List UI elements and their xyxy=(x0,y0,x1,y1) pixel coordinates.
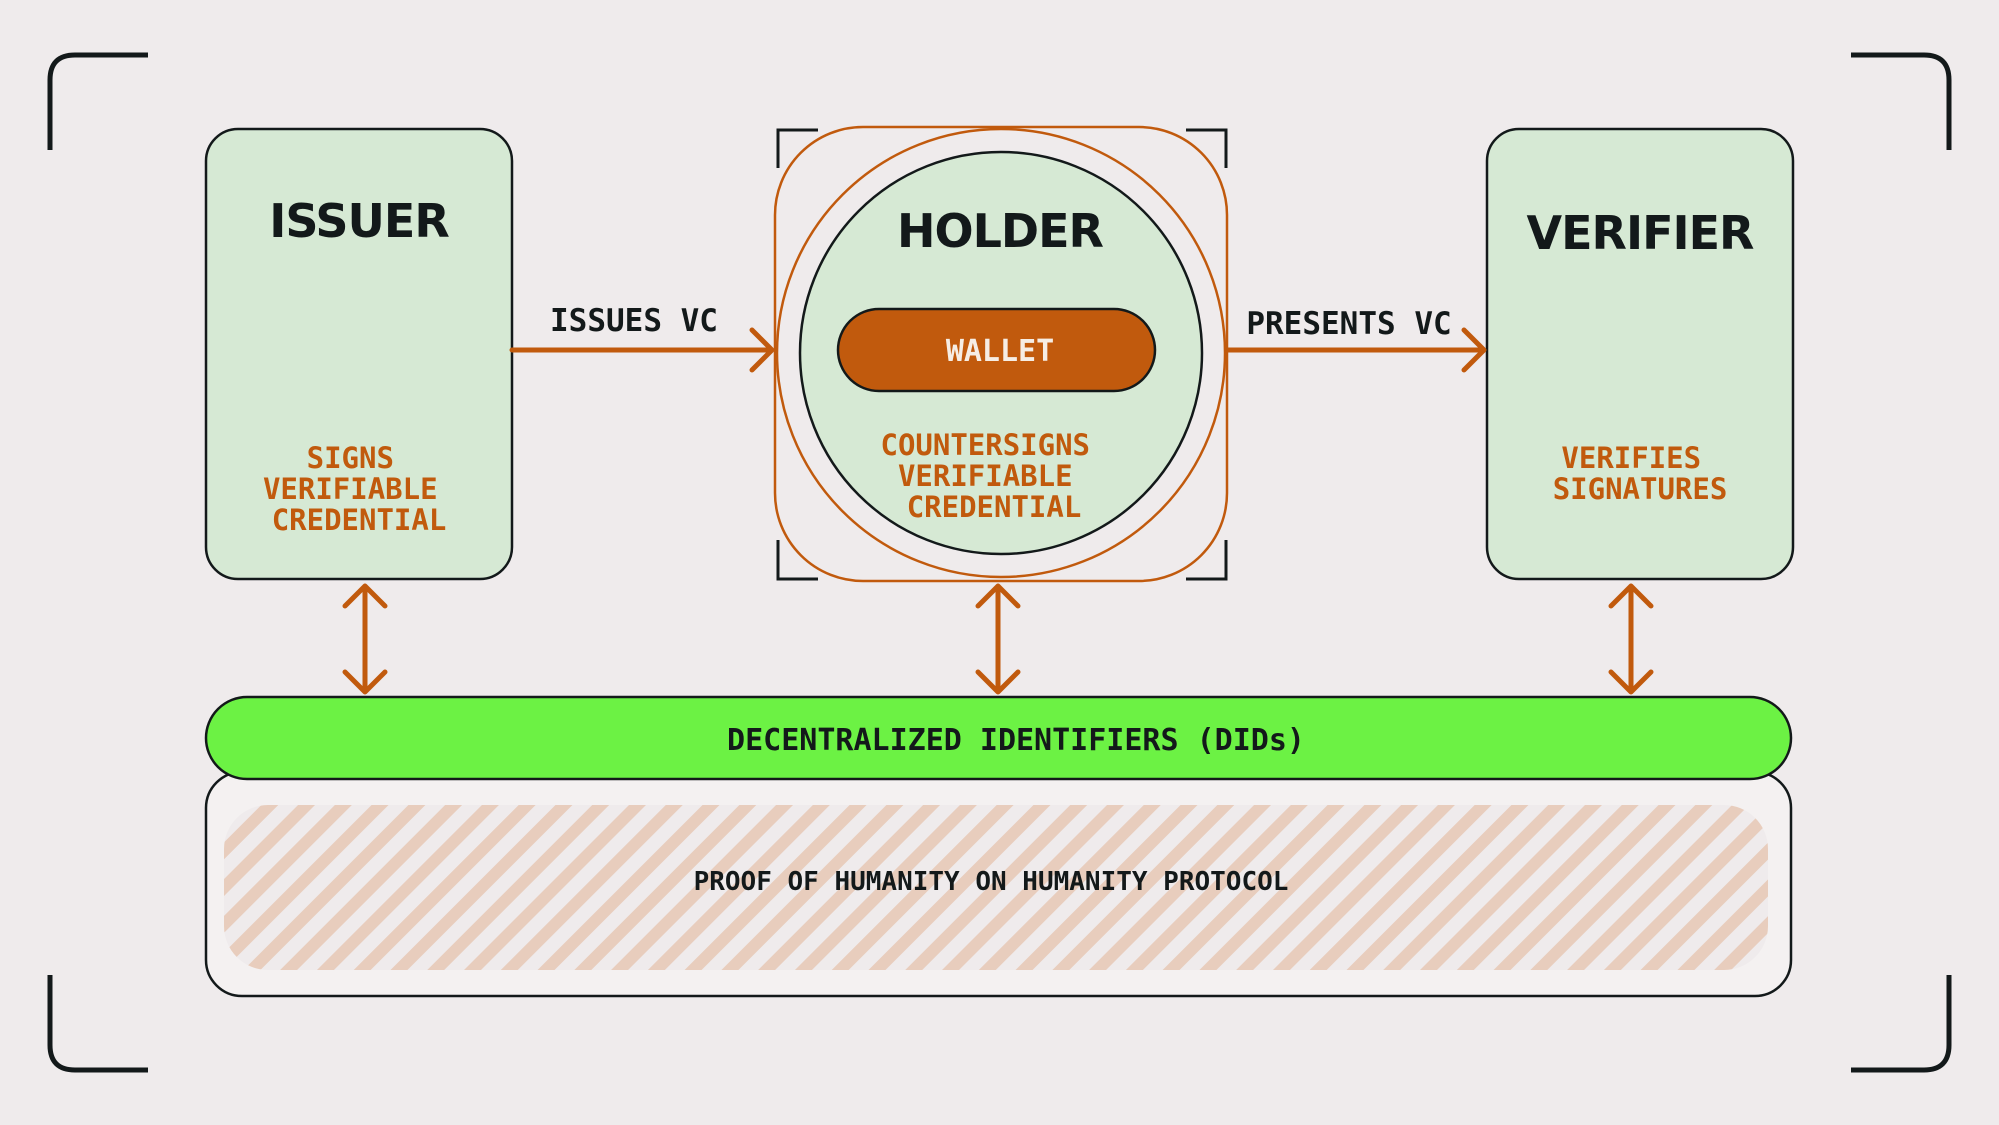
frame-corner-top-right xyxy=(1851,52,1952,150)
issues-vc-flow: ISSUES VC xyxy=(509,303,775,373)
holder-caption-line-2: VERIFIABLE xyxy=(898,459,1073,493)
presents-vc-arrow xyxy=(1224,327,1487,373)
verifier-title: VERIFIER xyxy=(1527,206,1755,260)
issues-vc-label: ISSUES VC xyxy=(550,303,718,339)
issuer-title: ISSUER xyxy=(269,194,449,248)
proof-hatch-area xyxy=(224,805,1768,970)
holder-corner-brackets xyxy=(776,128,1228,581)
verifier-did-arrow xyxy=(1608,583,1654,695)
holder-caption-line-3: CREDENTIAL xyxy=(907,490,1082,524)
verifier-card: VERIFIER VERIFIES SIGNATURES xyxy=(1485,127,1795,581)
holder-caption: COUNTERSIGNS VERIFIABLE CREDENTIAL xyxy=(881,428,1108,524)
did-bar: DECENTRALIZED IDENTIFIERS (DIDs) xyxy=(204,695,1793,781)
verifier-caption: VERIFIES SIGNATURES xyxy=(1553,441,1728,506)
wallet-pill: WALLET xyxy=(836,307,1157,393)
holder-caption-line-1: COUNTERSIGNS xyxy=(881,428,1091,462)
did-connectors xyxy=(342,583,1654,695)
issuer-caption-line-3: CREDENTIAL xyxy=(272,503,447,537)
proof-label: PROOF OF HUMANITY ON HUMANITY PROTOCOL xyxy=(694,867,1289,897)
issuer-card: ISSUER SIGNS VERIFIABLE CREDENTIAL xyxy=(204,127,514,581)
frame-corner-top-left xyxy=(47,52,148,150)
proof-layer: PROOF OF HUMANITY ON HUMANITY PROTOCOL xyxy=(204,770,1793,998)
issues-vc-arrow xyxy=(509,327,775,373)
presents-vc-label: PRESENTS VC xyxy=(1246,306,1451,342)
issuer-caption-line-1: SIGNS xyxy=(307,441,394,475)
holder-orange-ring xyxy=(775,127,1227,579)
verifier-caption-line-1: VERIFIES xyxy=(1561,441,1701,475)
holder-outer-frame xyxy=(773,125,1229,583)
holder-title: HOLDER xyxy=(897,204,1104,258)
wallet-label: WALLET xyxy=(946,334,1054,369)
did-label: DECENTRALIZED IDENTIFIERS (DIDs) xyxy=(727,723,1305,758)
presents-vc-flow: PRESENTS VC xyxy=(1224,306,1487,373)
verifier-caption-line-2: SIGNATURES xyxy=(1553,472,1728,506)
issuer-caption: SIGNS VERIFIABLE CREDENTIAL xyxy=(263,441,455,537)
holder-did-arrow xyxy=(975,583,1021,695)
holder-node: HOLDER WALLET COUNTERSIGNS VERIFIABLE CR… xyxy=(773,125,1229,583)
issuer-caption-line-2: VERIFIABLE xyxy=(263,472,438,506)
frame-corner-bottom-right xyxy=(1851,975,1952,1073)
frame-corner-bottom-left xyxy=(47,975,148,1073)
frame-corners xyxy=(47,52,1952,1073)
issuer-did-arrow xyxy=(342,583,388,695)
